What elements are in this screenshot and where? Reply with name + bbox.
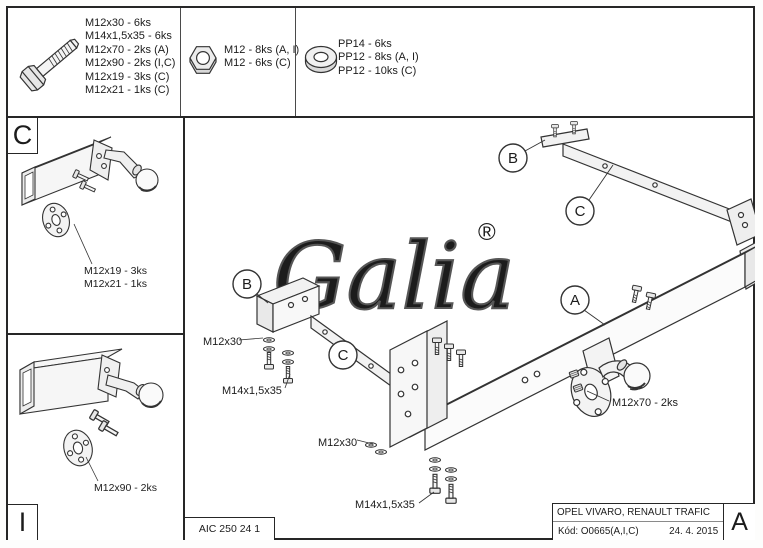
side-rail-right bbox=[540, 121, 755, 246]
washer-size-item: PP12 - 8ks (A, I) bbox=[338, 51, 419, 64]
bolt-size-item: M12x90 - 2ks (I,C) bbox=[85, 57, 176, 70]
label-m14-left: M14x1,5x35 bbox=[222, 385, 282, 397]
nut-size-item: M12 - 8ks (A, I) bbox=[224, 44, 300, 56]
galia-logo-text: Galia bbox=[273, 223, 515, 330]
detail-c-drawing: M12x19 - 3ks M12x21 - 1ks bbox=[21, 136, 159, 290]
washer-icon bbox=[304, 45, 338, 74]
galia-logo: Galia ® bbox=[272, 219, 516, 331]
fastener-legend: M12x30 - 6ks M14x1,5x35 - 6ks M12x70 - 2… bbox=[8, 8, 753, 118]
title-block: OPEL VIVARO, RENAULT TRAFIC Kód: O0665(A… bbox=[552, 503, 755, 540]
label-m14-mid: M14x1,5x35 bbox=[355, 499, 415, 511]
variant-letter-a: A bbox=[723, 504, 755, 540]
bolt-size-list: M12x30 - 6ks M14x1,5x35 - 6ks M12x70 - 2… bbox=[85, 17, 175, 97]
nut-size-item: M12 - 6ks (C) bbox=[224, 57, 291, 70]
bolt-size-item: M14x1,5x35 - 6ks bbox=[85, 30, 172, 43]
bolt-size-item: M12x19 - 3ks (C) bbox=[85, 70, 170, 83]
callout-a: A bbox=[570, 292, 580, 309]
nut-size-list: M12 - 8ks (A, I) M12 - 6ks (C) bbox=[224, 44, 299, 71]
plate-lower-hardware bbox=[365, 442, 457, 504]
title-block-text: OPEL VIVARO, RENAULT TRAFIC Kód: O0665(A… bbox=[553, 504, 724, 540]
doc-number: AIC 250 24 1 bbox=[198, 523, 261, 535]
detail-i-label: M12x90 - 2ks bbox=[94, 482, 157, 494]
callout-balloons: B C A B C bbox=[232, 139, 614, 370]
washer-size-item: PP14 - 6ks bbox=[338, 38, 392, 50]
zone-letter-i: I bbox=[8, 504, 38, 540]
detail-column: M12x19 - 3ks M12x21 - 1ks C bbox=[8, 118, 185, 540]
detail-view-c: M12x19 - 3ks M12x21 - 1ks C bbox=[8, 118, 185, 335]
label-m12x30-left: M12x30 bbox=[203, 336, 242, 348]
legend-divider bbox=[295, 8, 296, 116]
callout-c-left: C bbox=[338, 347, 349, 364]
side-plate-assembly bbox=[389, 320, 467, 448]
label-m12x70: M12x70 - 2ks bbox=[612, 397, 679, 409]
part-labels: M12x30 M14x1,5x35 M12x30 M14x1,5x35 M12x… bbox=[203, 336, 679, 511]
detail-i-drawing: M12x90 - 2ks bbox=[19, 348, 164, 494]
zone-letter-c: C bbox=[8, 118, 38, 154]
detail-view-i: M12x90 - 2ks I bbox=[8, 335, 185, 540]
towball-assembly bbox=[568, 337, 651, 417]
bolt-size-item: M12x70 - 2ks (A) bbox=[85, 43, 169, 56]
bolt-size-item: M12x30 - 6ks bbox=[85, 17, 152, 29]
drawing-date: 24. 4. 2015 bbox=[669, 525, 719, 537]
main-assembly-drawing: Galia ® bbox=[203, 121, 755, 511]
legend-divider bbox=[180, 8, 181, 116]
doc-number-cell: AIC 250 24 1 bbox=[185, 517, 275, 540]
callout-c-right: C bbox=[575, 203, 586, 220]
washer-size-item: PP12 - 10ks (C) bbox=[338, 64, 417, 77]
registered-trademark-icon: ® bbox=[478, 219, 496, 246]
product-code: Kód: O0665(A,I,C) bbox=[558, 525, 639, 537]
bolt-size-item: M12x21 - 1ks (C) bbox=[85, 84, 170, 97]
vehicle-name: OPEL VIVARO, RENAULT TRAFIC bbox=[557, 507, 710, 518]
callout-b-left: B bbox=[242, 276, 252, 293]
washer-size-list: PP14 - 6ks PP12 - 8ks (A, I) PP12 - 10ks… bbox=[338, 38, 419, 78]
detail-c-label-1: M12x19 - 3ks bbox=[84, 265, 147, 277]
hex-bolt-icon bbox=[19, 38, 80, 92]
callout-b-top: B bbox=[508, 150, 518, 167]
mount-bracket-left bbox=[255, 277, 321, 333]
detail-c-label-2: M12x21 - 1ks bbox=[84, 278, 147, 290]
hex-nut-icon bbox=[189, 46, 217, 74]
label-m12x30-mid: M12x30 bbox=[318, 437, 357, 449]
